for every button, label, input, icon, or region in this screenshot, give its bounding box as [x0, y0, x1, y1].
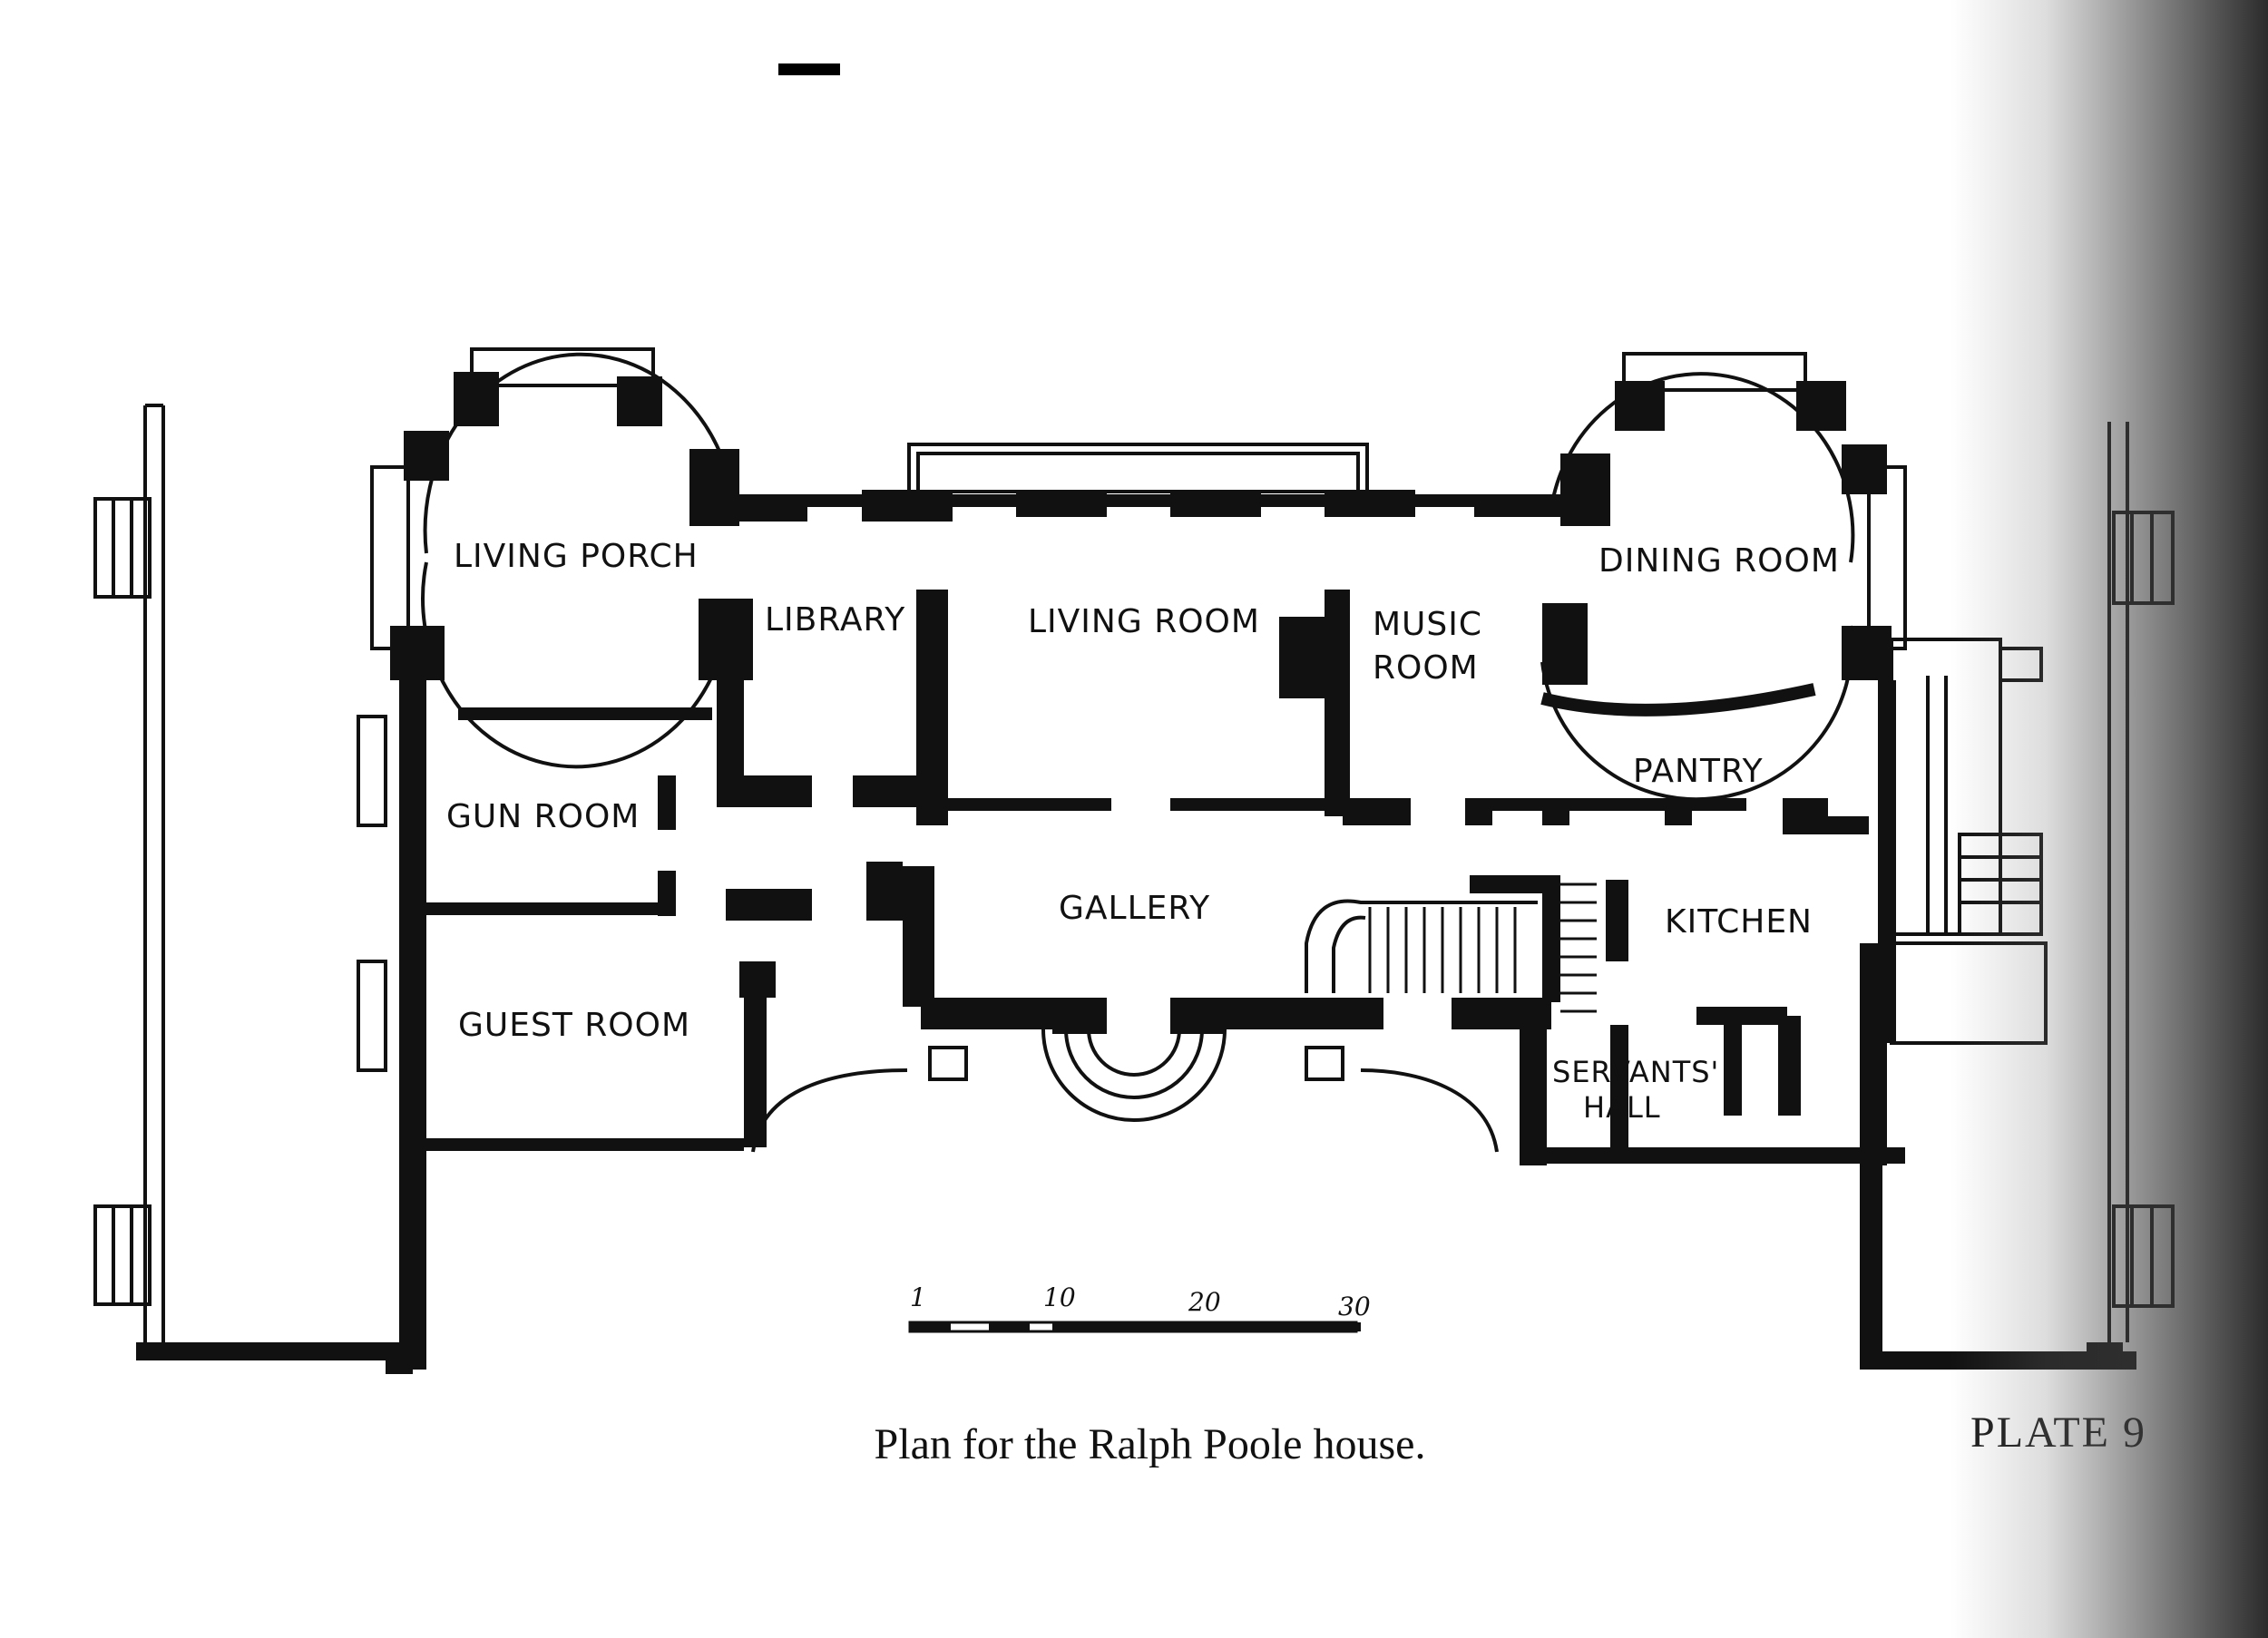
- scale-mark-10: 10: [1043, 1282, 1076, 1312]
- room-label-library: LIBRARY: [765, 601, 905, 639]
- room-label-music-room-2: ROOM: [1373, 649, 1479, 687]
- room-label-music-room-1: MUSIC: [1373, 606, 1482, 643]
- scale-mark-20: 20: [1188, 1287, 1221, 1317]
- room-label-servants-hall-1: SERVANTS': [1552, 1055, 1719, 1089]
- caption-text: Plan for the Ralph Poole house.: [874, 1420, 1426, 1468]
- right-terrace-rail: [2107, 422, 2175, 1342]
- room-label-servants-hall-2: HALL: [1583, 1090, 1661, 1125]
- scale-bar: 1 10 20 30: [908, 1282, 1371, 1333]
- scale-mark-1: 1: [910, 1282, 926, 1312]
- left-terrace-rail: [93, 404, 165, 1342]
- plate-number: PLATE 9: [1970, 1409, 2146, 1457]
- room-label-living-porch: LIVING PORCH: [454, 538, 699, 575]
- room-label-pantry: PANTRY: [1633, 753, 1764, 790]
- figure-caption: Plan for the Ralph Poole house.: [0, 1419, 2268, 1469]
- room-label-gallery: GALLERY: [1059, 890, 1210, 927]
- room-label-living-room: LIVING ROOM: [1028, 603, 1260, 640]
- page-mark: [778, 63, 840, 75]
- room-label-kitchen: KITCHEN: [1665, 903, 1813, 941]
- room-label-dining-room: DINING ROOM: [1598, 542, 1840, 580]
- room-label-guest-room: GUEST ROOM: [458, 1007, 690, 1044]
- scale-mark-30: 30: [1338, 1292, 1371, 1321]
- room-label-gun-room: GUN ROOM: [446, 798, 640, 835]
